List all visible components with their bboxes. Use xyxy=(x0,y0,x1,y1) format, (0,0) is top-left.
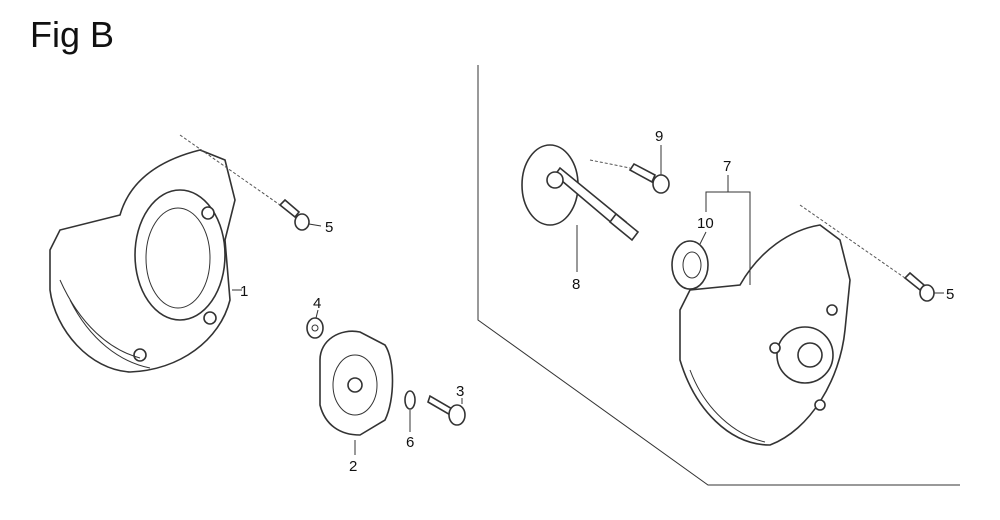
part-5-bolt-left xyxy=(179,134,310,231)
part-3-bolt xyxy=(427,394,466,426)
part-7-gear-case-cover xyxy=(679,224,851,446)
part-9-bolt xyxy=(628,162,670,194)
callout-10: 10 xyxy=(697,215,714,232)
leader-lines xyxy=(232,145,944,455)
callout-7: 7 xyxy=(723,158,731,175)
figure-title: Fig B xyxy=(30,14,115,55)
part-2-clutch-assembly xyxy=(319,330,394,436)
part-10-oil-seal xyxy=(671,240,709,290)
part-6-washer xyxy=(404,390,416,410)
group-boundary xyxy=(477,65,960,486)
callout-9: 9 xyxy=(655,128,663,145)
callout-2: 2 xyxy=(349,458,357,475)
callout-1: 1 xyxy=(240,283,248,300)
callout-8: 8 xyxy=(572,276,580,293)
callout-5-left: 5 xyxy=(325,219,333,236)
part-8-shaft xyxy=(521,144,640,242)
part-1-clutch-cover xyxy=(49,149,236,373)
callout-5-right: 5 xyxy=(946,286,954,303)
part-4-washer xyxy=(306,317,324,339)
callout-3: 3 xyxy=(456,383,464,400)
callout-6: 6 xyxy=(406,434,414,451)
callout-4: 4 xyxy=(313,295,321,312)
